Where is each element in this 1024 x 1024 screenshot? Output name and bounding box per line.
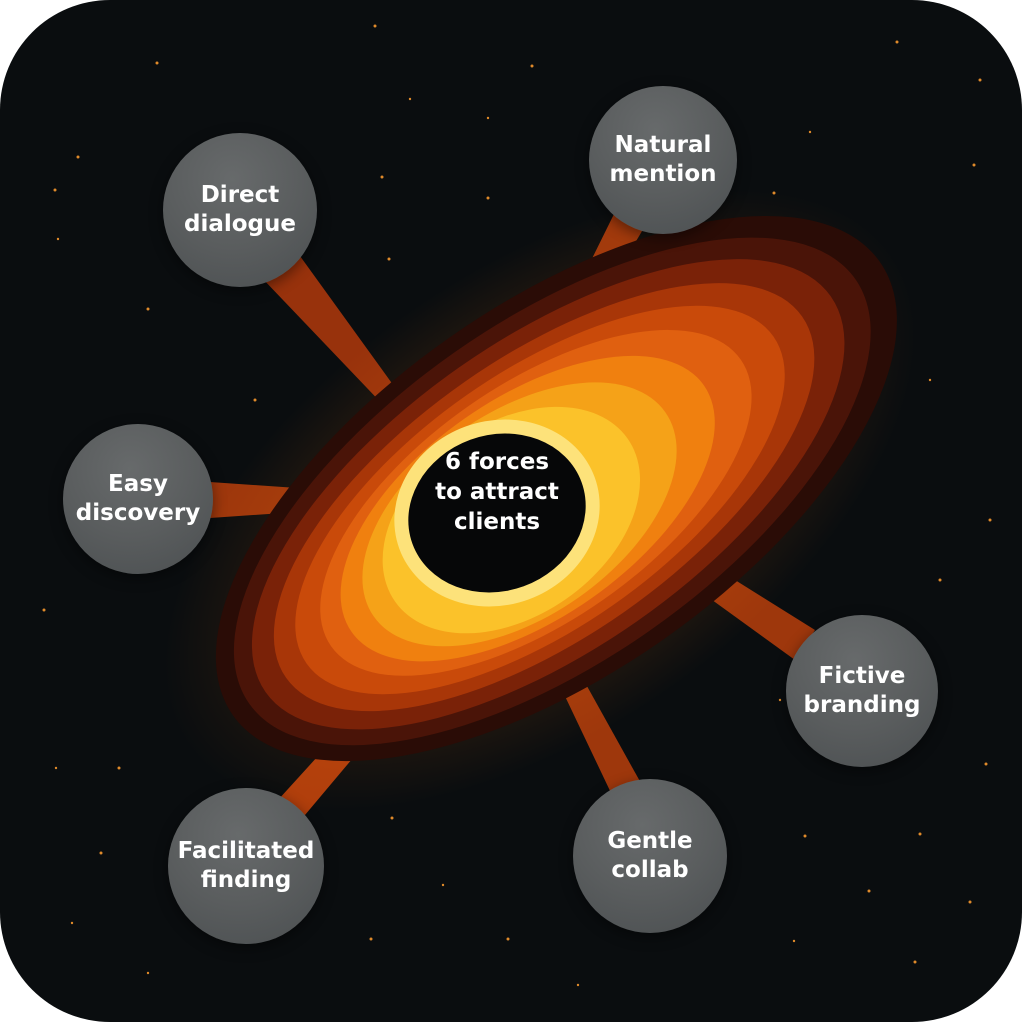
node-direct-dialogue: Direct dialogue bbox=[163, 133, 317, 287]
node-gentle-collab: Gentle collab bbox=[573, 779, 727, 933]
node-label: Natural mention bbox=[609, 132, 717, 187]
node-label: Facilitated finding bbox=[177, 838, 315, 893]
node-easy-discovery: Easy discovery bbox=[63, 424, 213, 574]
node-label: Easy discovery bbox=[75, 471, 201, 526]
node-natural-mention: Natural mention bbox=[589, 86, 737, 234]
center-title: 6 forces to attract clients bbox=[435, 449, 559, 535]
node-fictive-branding: Fictive branding bbox=[786, 615, 938, 767]
node-label: Direct dialogue bbox=[184, 182, 296, 237]
node-label: Fictive branding bbox=[803, 663, 921, 718]
node-facilitated-finding: Facilitated finding bbox=[168, 788, 324, 944]
black-hole bbox=[394, 419, 600, 607]
node-label: Gentle collab bbox=[607, 828, 693, 883]
